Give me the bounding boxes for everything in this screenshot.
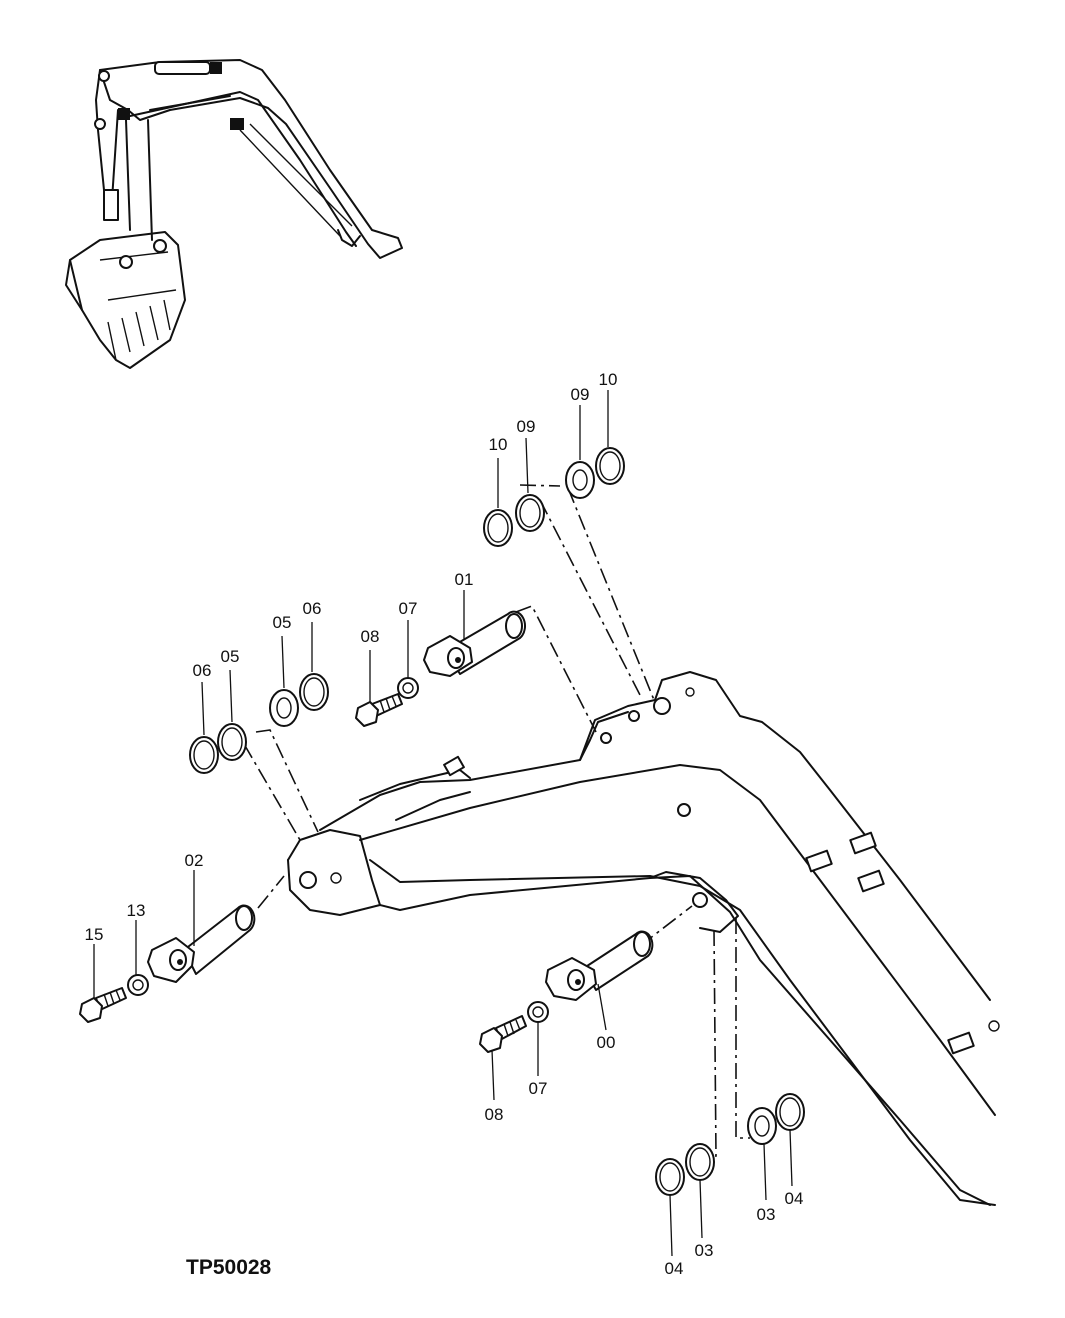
callout-03: 03 [757, 1205, 776, 1224]
washer-09-upper-left [515, 494, 545, 532]
pin-00 [545, 930, 654, 1001]
callout-13: 13 [127, 901, 146, 920]
callout-02: 02 [185, 851, 204, 870]
washer-03-lower-b [747, 1107, 777, 1145]
callout-05: 05 [273, 613, 292, 632]
callout-04: 04 [665, 1259, 684, 1278]
callout-07: 07 [399, 599, 418, 618]
bolt-15 [79, 987, 127, 1023]
bolt-08-top [355, 693, 403, 727]
washer-06-left-a [189, 736, 219, 774]
callouts: 10 09 09 10 06 05 05 06 08 07 01 02 13 1… [85, 370, 804, 1278]
washer-10-upper-left [483, 509, 513, 547]
callout-05: 05 [221, 647, 240, 666]
washer-04-lower-a [655, 1158, 685, 1196]
pin-01 [423, 610, 526, 677]
callout-06: 06 [303, 599, 322, 618]
callout-00: 00 [597, 1033, 616, 1052]
callout-03: 03 [695, 1241, 714, 1260]
center-lines [243, 484, 750, 1159]
washer-04-lower-b [775, 1093, 805, 1131]
washer-10-upper-right [595, 447, 625, 485]
washers [189, 447, 805, 1196]
boom-body [287, 671, 1000, 1206]
washer-06-left-b [299, 673, 329, 711]
spacer-07-top [397, 677, 419, 699]
drawing-reference: TP50028 [186, 1256, 272, 1279]
callout-07: 07 [529, 1079, 548, 1098]
callout-09: 09 [571, 385, 590, 404]
washer-09-upper-right [565, 461, 595, 499]
callout-01: 01 [455, 570, 474, 589]
spacer-13 [127, 974, 149, 996]
callout-10: 10 [599, 370, 618, 389]
callout-15: 15 [85, 925, 104, 944]
callout-09: 09 [517, 417, 536, 436]
washer-03-lower-a [685, 1143, 715, 1181]
callout-08: 08 [361, 627, 380, 646]
callout-06: 06 [193, 661, 212, 680]
washer-05-left-a [217, 723, 247, 761]
leader-lines [93, 390, 793, 1257]
callout-08: 08 [485, 1105, 504, 1124]
spacer-07-bottom [527, 1001, 549, 1023]
excavator-arm-inset [65, 59, 403, 369]
pin-02 [147, 904, 256, 983]
washer-05-left-b [269, 689, 299, 727]
bolt-08-bottom [479, 1015, 527, 1053]
callout-04: 04 [785, 1189, 804, 1208]
callout-10: 10 [489, 435, 508, 454]
